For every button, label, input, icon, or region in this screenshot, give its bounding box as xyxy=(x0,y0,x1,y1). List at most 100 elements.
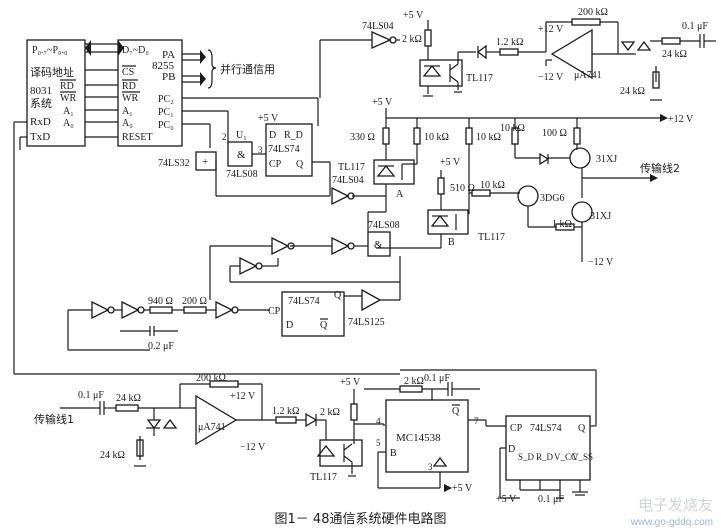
label-tl117-top: TL117 xyxy=(466,73,493,84)
label-wr: WR xyxy=(60,93,76,104)
label-r-1k: 1 kΩ xyxy=(552,219,572,230)
label-r-200: 200 Ω xyxy=(182,296,207,307)
label-ls08-top: 74LS08 xyxy=(226,169,258,180)
figure-caption: 图1－ 48通信系统硬件电路图 xyxy=(274,512,447,527)
label-mc-q: Q xyxy=(452,406,460,417)
label-ff-rd: R_D xyxy=(284,130,303,141)
label-pin3b: 3 xyxy=(428,462,433,472)
label-r-1k2-bot: 1.2 kΩ xyxy=(272,406,299,417)
label-tl117-a: TL117 xyxy=(338,162,365,173)
label-xj31-bot: 31XJ xyxy=(590,211,611,222)
label-pin7: 7 xyxy=(474,416,479,426)
label-a1-2: A₁ xyxy=(122,106,133,117)
label-ls08-mid: 74LS08 xyxy=(368,220,400,231)
watermark-logo: 电子发烧友 xyxy=(637,496,713,514)
label-r-10k-4: 10 kΩ xyxy=(480,180,505,191)
label-q-mid: Q xyxy=(334,290,342,301)
inverter-74ls04-top xyxy=(371,30,392,50)
label-ua741-bot: μA741 xyxy=(198,422,226,433)
label-system: 系统 xyxy=(30,97,52,110)
label-r-2k-top: 2 kΩ xyxy=(402,34,422,45)
label-node-b: B xyxy=(448,237,455,248)
label-v5-bottom: +5 V xyxy=(496,494,517,505)
label-cap-bot1: 0.1 μF xyxy=(78,390,104,401)
label-vss-bot: V_SS xyxy=(572,452,593,462)
label-rd-bot: R_D xyxy=(536,452,554,462)
label-v12p-mid: +12 V xyxy=(668,114,694,125)
label-q-bot: Q xyxy=(578,423,586,434)
label-rd: RD xyxy=(60,81,74,92)
optocoupler-tl117-top xyxy=(419,59,463,87)
label-r-24k-top: 24 kΩ xyxy=(662,49,687,60)
label-cp-mid: CP xyxy=(268,306,281,317)
label-cap-top: 0.1 μF xyxy=(682,21,708,32)
gate-74ls08-mid xyxy=(367,231,391,257)
label-ff-name: 74LS74 xyxy=(268,144,300,155)
label-a0-2: A₀ xyxy=(122,118,133,129)
label-pin3: 3 xyxy=(258,145,263,155)
label-cap-bot2: 0.1 μF xyxy=(424,373,450,384)
label-pin2: 2 xyxy=(222,132,227,142)
svg-text:&: & xyxy=(374,239,383,251)
label-r-24k-bot1: 24 kΩ xyxy=(116,393,141,404)
label-r-1k2-top: 1.2 kΩ xyxy=(496,37,523,48)
label-d-bus: D₇~D₀ xyxy=(122,45,149,56)
ic-mc14538 xyxy=(385,399,469,473)
label-sd-bot: S_D xyxy=(518,452,535,462)
label-vcc-bot: V_CC xyxy=(554,452,577,462)
label-r-100: 100 Ω xyxy=(542,128,567,139)
label-pc2: PC₂ xyxy=(158,94,174,105)
label-v5-u1: +5 V xyxy=(258,113,279,124)
label-pc0: PC₀ xyxy=(158,120,174,131)
label-r-200k-bot: 200 kΩ xyxy=(196,373,226,384)
label-v5-mid2: +5 V xyxy=(440,157,461,168)
label-cp-bot: CP xyxy=(510,423,523,434)
label-v5-top: +5 V xyxy=(403,10,424,21)
label-r-24k-top2: 24 kΩ xyxy=(620,86,645,97)
ff-74ls74-top xyxy=(265,123,313,177)
chip-8255-box xyxy=(117,39,183,147)
label-tl117-b: TL117 xyxy=(478,232,505,243)
label-ff-q: Q xyxy=(296,159,304,170)
label-ls125: 74LS125 xyxy=(348,317,385,328)
buffer-74ls125 xyxy=(361,288,382,312)
label-p-bus: P₀.₇~P₀.₀ xyxy=(32,45,68,56)
opamp-ua741-bottom xyxy=(195,394,238,446)
label-cs: CS xyxy=(122,67,134,78)
label-r-940: 940 Ω xyxy=(148,296,173,307)
diode-bottom xyxy=(305,412,318,428)
label-line1: 传输线1 xyxy=(34,412,74,426)
label-ls74-mid: 74LS74 xyxy=(288,296,320,307)
label-r-10k-3: 10 kΩ xyxy=(500,123,525,134)
label-dg6: 3DG6 xyxy=(540,193,564,204)
label-ua741-top: μA741 xyxy=(574,70,602,81)
diode-top xyxy=(476,44,487,60)
label-v5-mc: +5 V xyxy=(452,483,473,494)
label-ff-cp: CP xyxy=(269,159,282,170)
label-a0: A₀ xyxy=(63,118,74,129)
label-mcu: 8031 xyxy=(30,85,52,97)
label-r-2k-bot: 2 kΩ xyxy=(404,376,424,387)
label-r-10k-2: 10 kΩ xyxy=(476,132,501,143)
label-r-200k-top: 200 kΩ xyxy=(578,7,608,18)
inverter-74ls04-mid xyxy=(331,186,350,206)
label-r-510: 510 Ω xyxy=(450,183,475,194)
label-v12n-bot: −12 V xyxy=(240,442,266,453)
transistor-31xj-top xyxy=(569,147,591,169)
transistor-3dg6 xyxy=(517,185,539,207)
label-tl117-bot: TL117 xyxy=(310,472,337,483)
label-ls04-top: 74LS04 xyxy=(362,21,394,32)
label-cap-02: 0.2 μF xyxy=(148,341,174,352)
ff-74ls74-mid xyxy=(281,291,345,337)
label-rxd: RxD xyxy=(30,116,51,128)
label-ff-d: D xyxy=(269,130,276,141)
label-mc-b: B xyxy=(390,448,397,459)
label-parallel: 并行通信用 xyxy=(220,62,275,76)
label-u1: U₁ xyxy=(236,130,247,141)
optocoupler-tl117-bottom xyxy=(319,439,363,467)
label-v5-mid: +5 V xyxy=(372,97,393,108)
optocoupler-tl117-b xyxy=(427,209,469,235)
label-d-mid: D xyxy=(286,320,293,331)
label-qbar-mid: Q xyxy=(320,320,328,331)
